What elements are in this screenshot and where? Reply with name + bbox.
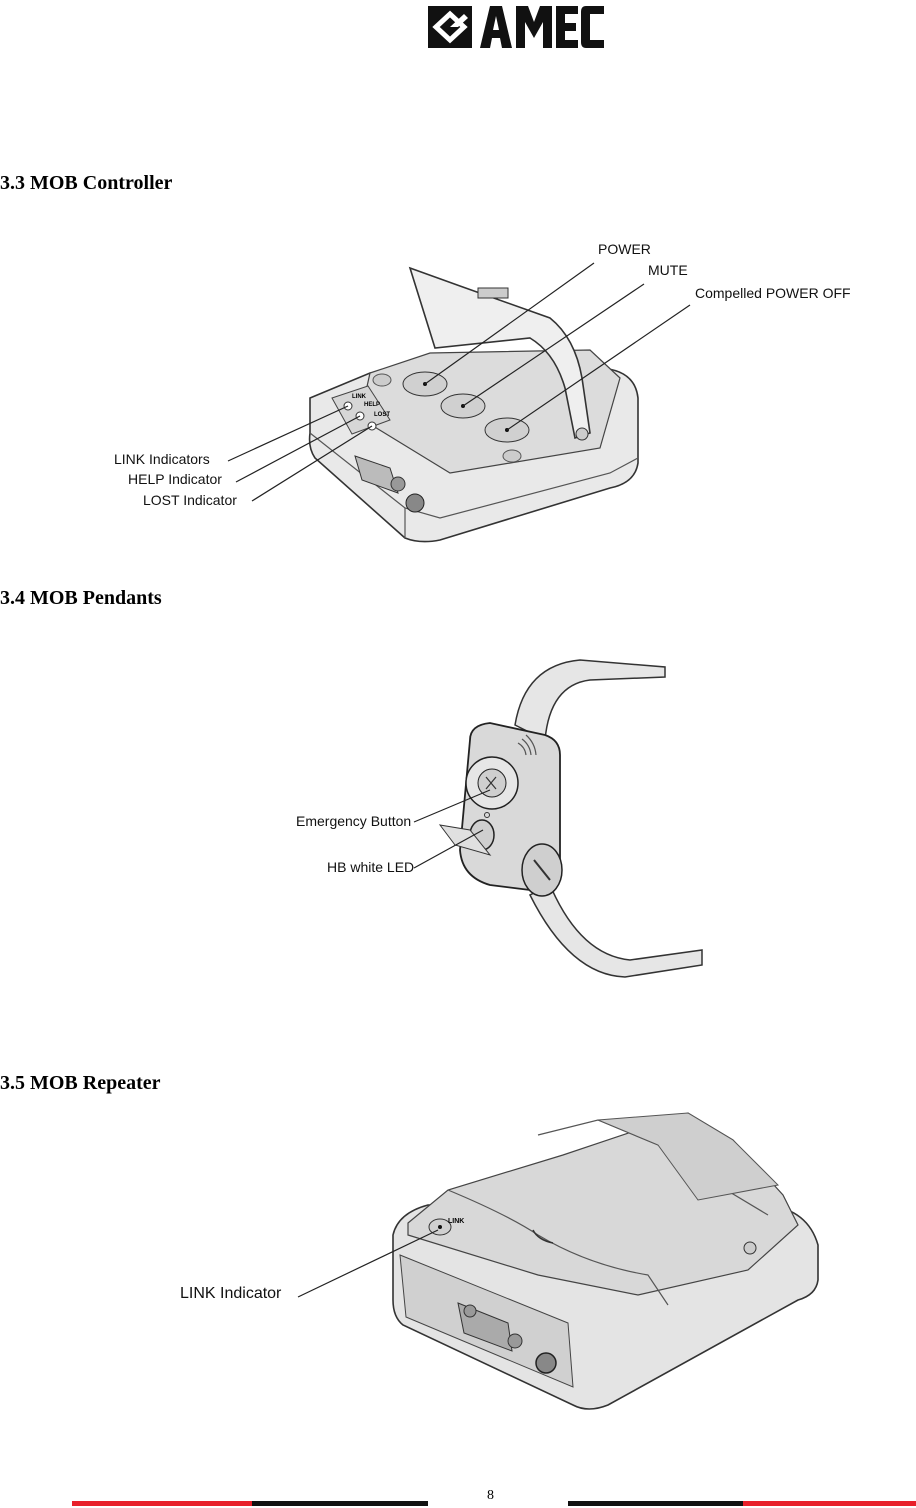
controller-led-label-lost: LOST [374, 412, 390, 418]
footer-rule-black-left [252, 1501, 428, 1506]
repeater-led-label-link: LINK [448, 1218, 464, 1225]
page-number: 8 [487, 1488, 494, 1503]
callout-link-indicator: LINK Indicator [180, 1285, 282, 1302]
callout-emergency-button: Emergency Button [296, 813, 412, 829]
section-heading-pendants: 3.4 MOB Pendants [0, 587, 162, 609]
mob-repeater-figure: LINK [392, 1112, 819, 1410]
controller-led-label-link: LINK [352, 394, 367, 400]
footer-rule-red-left [72, 1501, 252, 1506]
repeater-callout-lines [297, 1229, 439, 1298]
callout-link-indicators: LINK Indicators [114, 451, 210, 467]
pendant-callout-lines [413, 789, 491, 869]
footer-rule-red-right [743, 1501, 916, 1506]
section-heading-repeater: 3.5 MOB Repeater [0, 1072, 161, 1094]
callout-lost-indicator: LOST Indicator [143, 492, 237, 508]
mob-controller-figure: LINK HELP LOST [308, 266, 639, 543]
controller-led-label-help: HELP [364, 402, 380, 408]
callout-power: POWER [598, 241, 651, 257]
controller-callout-lines [227, 262, 691, 502]
callout-help-indicator: HELP Indicator [128, 471, 222, 487]
callout-mute: MUTE [648, 262, 688, 278]
mob-pendant-figure [438, 659, 703, 978]
footer-rule-black-right [568, 1501, 743, 1506]
amec-logo [428, 6, 604, 48]
section-heading-controller: 3.3 MOB Controller [0, 172, 173, 194]
callout-hb-white-led: HB white LED [327, 859, 415, 875]
callout-compelled-power-off: Compelled POWER OFF [695, 285, 851, 301]
